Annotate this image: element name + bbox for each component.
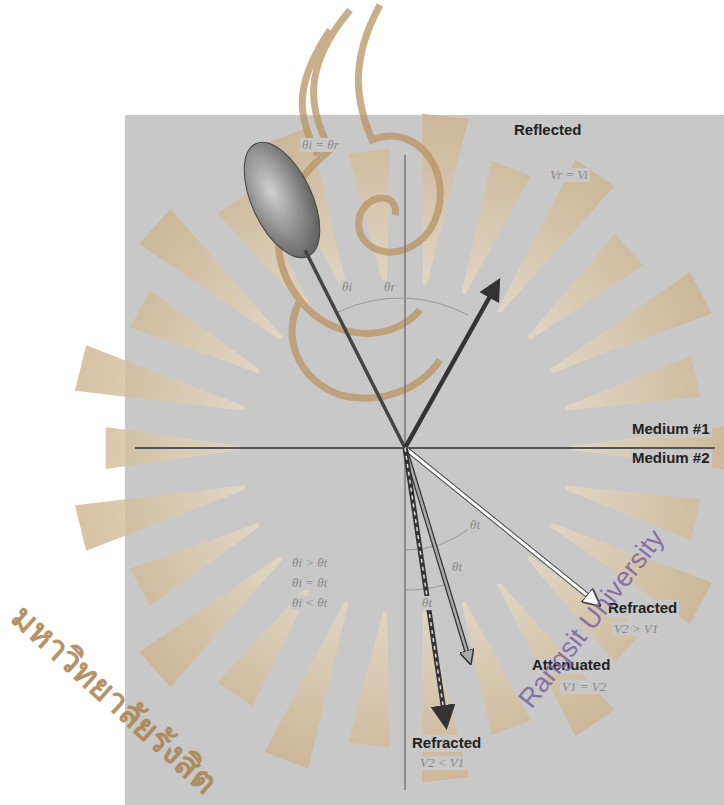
angle-note: θi = θr <box>300 138 341 152</box>
medium-label: Medium #2 <box>630 450 712 467</box>
reflected-arrow <box>405 282 498 448</box>
velocity-note: Vr = Vi <box>548 168 590 182</box>
refracted-arrow <box>405 448 598 604</box>
watermark-ray <box>422 113 469 284</box>
angle-note: θi > θt <box>290 556 329 570</box>
watermark-rays <box>75 113 724 782</box>
angle-label: θt <box>468 518 482 532</box>
watermark-ray <box>565 356 701 410</box>
angle-note: θi < θt <box>290 596 329 610</box>
velocity-note: V1 = V2 <box>560 680 608 694</box>
angle-label: θr <box>382 280 397 294</box>
medium-label: Medium #1 <box>630 421 712 438</box>
attenuated-arrow-outline <box>405 448 470 662</box>
angle-note: θi = θt <box>290 576 329 590</box>
refracted-down-arrow <box>405 448 446 725</box>
incident-beam <box>305 250 405 448</box>
refracted-arrow-outline <box>405 448 598 604</box>
watermark-ray <box>348 148 390 284</box>
watermark-ray <box>75 486 245 551</box>
watermark-ray <box>130 523 260 606</box>
watermark-ray <box>565 486 701 540</box>
refracted-down-dash <box>405 448 443 705</box>
velocity-note: V2 < V1 <box>418 756 466 770</box>
ray-label: Reflected <box>512 122 584 139</box>
normal-line <box>404 155 406 790</box>
angle-label: θt <box>450 560 464 574</box>
watermark-ray <box>348 612 390 748</box>
angle-label: θt <box>420 596 434 610</box>
reflect-angle-arc <box>405 298 468 315</box>
ray-label: Refracted <box>410 735 483 752</box>
incident-angle-arc <box>338 298 405 312</box>
angle-label: θi <box>340 280 354 294</box>
watermark-ray <box>462 602 531 736</box>
attenuated-arrow <box>405 448 470 662</box>
velocity-note: V2 > V1 <box>612 622 660 636</box>
interface-line <box>135 447 715 449</box>
